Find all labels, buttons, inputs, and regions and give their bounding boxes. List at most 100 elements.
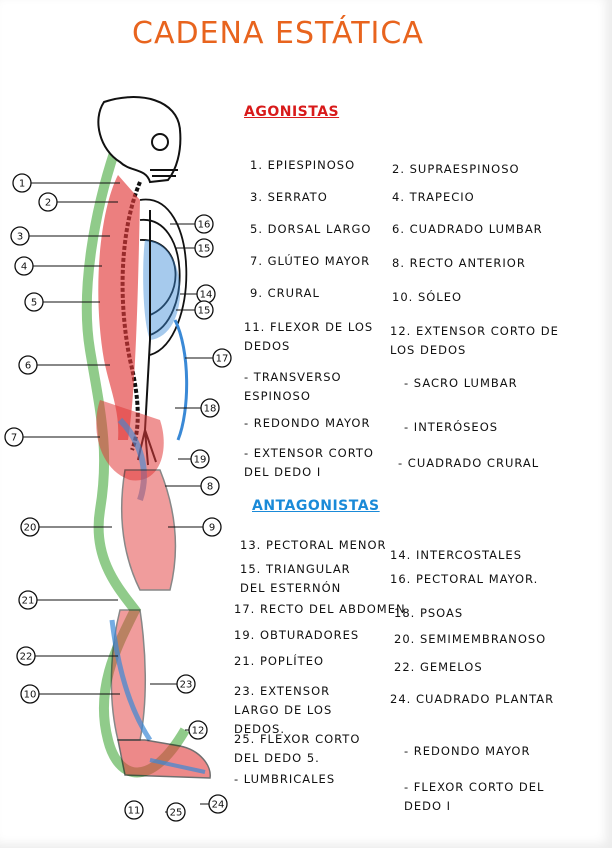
callout-label: 17 xyxy=(216,354,229,365)
callout-label: 6 xyxy=(25,361,31,372)
agonist-item: 3. SERRATO xyxy=(250,190,328,204)
antagonist-item: 24. CUADRADO PLANTAR xyxy=(390,692,555,706)
agonist-item: 4. TRAPECIO xyxy=(392,190,475,204)
agonist-item: - REDONDO MAYOR xyxy=(244,416,371,430)
antagonist-item: 21. POPLÍTEO xyxy=(234,654,325,668)
antagonist-item: 18. PSOAS xyxy=(394,606,464,620)
callout-circle xyxy=(176,674,196,694)
callout-circle xyxy=(200,398,220,418)
callout-label: 9 xyxy=(209,523,215,534)
callout-label: 3 xyxy=(17,232,23,243)
antagonist-item: 25. FLEXOR CORTO DEL DEDO 5. xyxy=(234,732,361,765)
callout-circle xyxy=(14,256,34,276)
callout-label: 4 xyxy=(21,262,27,273)
callout-label: 8 xyxy=(207,482,213,493)
callout-label: 1 xyxy=(19,179,25,190)
callout-label: 10 xyxy=(24,690,37,701)
callout-label: 20 xyxy=(24,523,37,534)
agonist-item: - EXTENSOR CORTO DEL DEDO I xyxy=(244,446,374,479)
antagonist-item: 17. RECTO DEL ABDOMEN xyxy=(234,602,406,616)
callout-label: 7 xyxy=(11,433,17,444)
callout-circle xyxy=(200,476,220,496)
hip-muscles xyxy=(96,400,164,481)
callout-label: 15 xyxy=(198,306,211,317)
left-callouts: 1 2 3 4 5 6 7 20 21 22 10 11 25 xyxy=(4,173,186,822)
callout-circle xyxy=(18,590,38,610)
callout-label: 18 xyxy=(204,404,217,415)
agonist-item: 1. EPIESPINOSO xyxy=(250,158,356,172)
agonist-item: 12. EXTENSOR CORTO DE LOS DEDOS xyxy=(390,324,559,357)
agonist-item: 10. SÓLEO xyxy=(392,290,463,304)
agonist-item: - INTERÓSEOS xyxy=(404,420,499,434)
agonist-item: - TRANSVERSO ESPINOSO xyxy=(244,370,342,403)
foot xyxy=(117,739,211,779)
callout-label: 25 xyxy=(170,808,183,819)
skull xyxy=(97,96,182,184)
callout-label: 12 xyxy=(192,726,205,737)
callout-label: 19 xyxy=(194,455,207,466)
back-muscles xyxy=(98,175,140,440)
callout-circle xyxy=(20,517,40,537)
abdomen-muscle xyxy=(173,319,189,441)
callout-circle xyxy=(124,800,144,820)
callout-circle xyxy=(190,449,210,469)
callout-circle xyxy=(16,646,36,666)
callout-label: 2 xyxy=(45,198,51,209)
antagonist-item: - FLEXOR CORTO DEL DEDO I xyxy=(404,780,545,813)
antagonist-item: 22. GEMELOS xyxy=(394,660,483,674)
agonistas-heading: AGONISTAS xyxy=(244,104,340,120)
callout-circle xyxy=(194,238,214,258)
agonist-item: 5. DORSAL LARGO xyxy=(250,222,372,236)
callout-circle xyxy=(4,427,24,447)
antagonist-item: 23. EXTENSOR LARGO DE LOS DEDOS. xyxy=(234,684,333,736)
callout-label: 5 xyxy=(31,298,37,309)
callout-circle xyxy=(212,348,232,368)
antagonist-item: 14. INTERCOSTALES xyxy=(390,548,522,562)
agonist-item: 11. FLEXOR DE LOS DEDOS xyxy=(244,320,374,353)
callout-circle xyxy=(208,794,228,814)
agonist-item: - CUADRADO CRURAL xyxy=(398,456,540,470)
antagonist-item: 20. SEMIMEMBRANOSO xyxy=(394,632,547,646)
agonist-item: 9. CRURAL xyxy=(250,286,320,300)
agonist-item: 7. GLÚTEO MAYOR xyxy=(250,254,371,268)
callout-circle xyxy=(18,355,38,375)
callout-circle xyxy=(12,173,32,193)
thigh xyxy=(120,469,177,591)
antagonist-item: - LUMBRICALES xyxy=(234,772,336,786)
callout-circle xyxy=(166,802,186,822)
callout-circle xyxy=(188,720,208,740)
chain-band xyxy=(81,148,190,778)
antagonist-item: 19. OBTURADORES xyxy=(234,628,360,642)
rib-cage xyxy=(139,198,188,356)
callout-label: 24 xyxy=(212,800,225,811)
leg-blue xyxy=(109,619,153,742)
callout-label: 14 xyxy=(200,290,213,301)
page-title: CADENA ESTÁTICA xyxy=(132,16,424,51)
callout-circle xyxy=(38,192,58,212)
foot-blue xyxy=(149,758,206,774)
callout-circle xyxy=(202,517,222,537)
antagonist-item: 13. PECTORAL MENOR xyxy=(240,538,387,552)
callout-circle xyxy=(194,300,214,320)
callout-label: 15 xyxy=(198,244,211,255)
antagonist-item: 15. TRIANGULAR DEL ESTERNÓN xyxy=(240,562,351,595)
callout-circle xyxy=(20,684,40,704)
agonist-item: 8. RECTO ANTERIOR xyxy=(392,256,526,270)
agonist-item: - SACRO LUMBAR xyxy=(404,376,518,390)
chest-fill xyxy=(143,240,181,340)
antagonist-item: 16. PECTORAL MAYOR. xyxy=(390,572,539,586)
right-callouts: 16 15 14 15 17 18 19 8 9 23 12 24 xyxy=(150,214,232,814)
agonist-item: 2. SUPRAESPINOSO xyxy=(392,162,520,176)
callout-label: 23 xyxy=(180,680,193,691)
callout-label: 21 xyxy=(22,596,35,607)
antagonistas-heading: ANTAGONISTAS xyxy=(252,498,380,514)
callout-circle xyxy=(194,214,214,234)
callout-circle xyxy=(24,292,44,312)
agonist-item: 6. CUADRADO LUMBAR xyxy=(392,222,543,236)
callout-label: 22 xyxy=(20,652,33,663)
callout-label: 11 xyxy=(128,806,141,817)
antagonist-item: - REDONDO MAYOR xyxy=(404,744,531,758)
callout-label: 16 xyxy=(198,220,211,231)
callout-circle xyxy=(10,226,30,246)
